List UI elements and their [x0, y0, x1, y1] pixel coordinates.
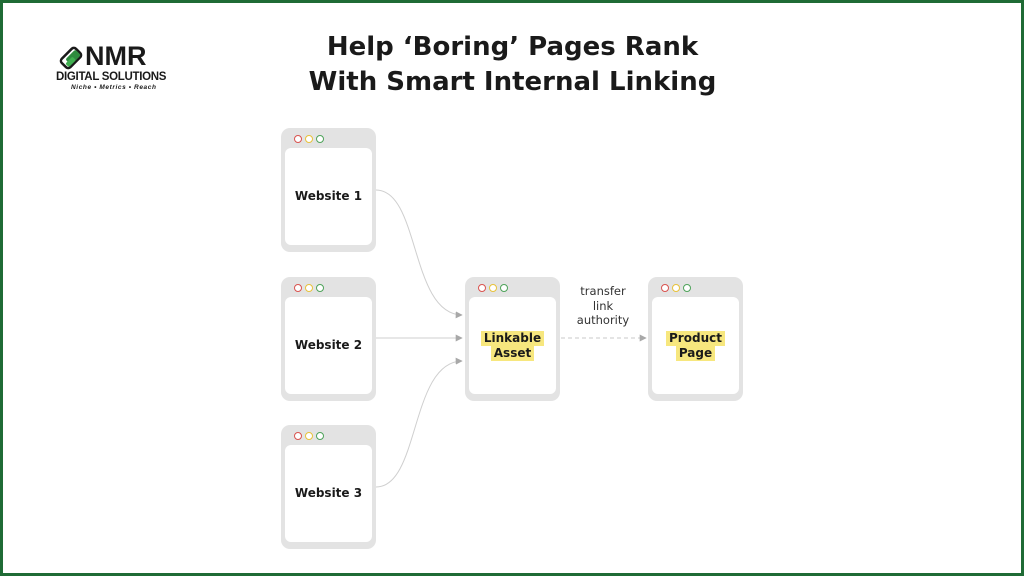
- maximize-dot-icon: [500, 284, 508, 292]
- maximize-dot-icon: [316, 135, 324, 143]
- close-dot-icon: [294, 432, 302, 440]
- title-line-1: Help ‘Boring’ Pages Rank: [326, 32, 699, 62]
- label-line-1: Product: [666, 330, 725, 346]
- nmr-logo: NMR DIGITAL SOLUTIONS Niche • Metrics • …: [55, 41, 167, 94]
- minimize-dot-icon: [305, 135, 313, 143]
- node-label: Product Page: [666, 330, 725, 361]
- close-dot-icon: [294, 284, 302, 292]
- label-line-2: Page: [675, 345, 716, 361]
- node-label: Website 3: [294, 486, 363, 500]
- label-line-1: Linkable: [480, 330, 545, 346]
- logo-subtitle: DIGITAL SOLUTIONS: [56, 71, 167, 83]
- minimize-dot-icon: [305, 432, 313, 440]
- node-label: Website 1: [294, 189, 363, 203]
- minimize-dot-icon: [305, 284, 313, 292]
- node-website-1: Website 1: [281, 128, 376, 252]
- logo-brand: NMR: [85, 41, 147, 71]
- close-dot-icon: [661, 284, 669, 292]
- node-product-page: Product Page: [648, 277, 743, 401]
- node-linkable-asset: Linkable Asset: [465, 277, 560, 401]
- node-website-2: Website 2: [281, 277, 376, 401]
- window-controls: [294, 284, 324, 292]
- window-controls: [294, 135, 324, 143]
- logo-tagline: Niche • Metrics • Reach: [71, 84, 157, 91]
- edge-label-transfer: transfer link authority: [576, 284, 630, 327]
- maximize-dot-icon: [316, 284, 324, 292]
- window-controls: [661, 284, 691, 292]
- label-line-2: Asset: [490, 345, 535, 361]
- logo-mark-icon: [59, 46, 83, 70]
- minimize-dot-icon: [672, 284, 680, 292]
- window-controls: [294, 432, 324, 440]
- connector-website-3: [375, 357, 463, 488]
- maximize-dot-icon: [316, 432, 324, 440]
- connector-website-1: [375, 189, 463, 319]
- maximize-dot-icon: [683, 284, 691, 292]
- title-line-2: With Smart Internal Linking: [308, 67, 717, 97]
- close-dot-icon: [478, 284, 486, 292]
- minimize-dot-icon: [489, 284, 497, 292]
- node-label: Linkable Asset: [480, 330, 545, 361]
- close-dot-icon: [294, 135, 302, 143]
- node-website-3: Website 3: [281, 425, 376, 549]
- diagram-title: Help ‘Boring’ Pages Rank With Smart Inte…: [250, 30, 775, 100]
- node-label: Website 2: [294, 338, 363, 352]
- window-controls: [478, 284, 508, 292]
